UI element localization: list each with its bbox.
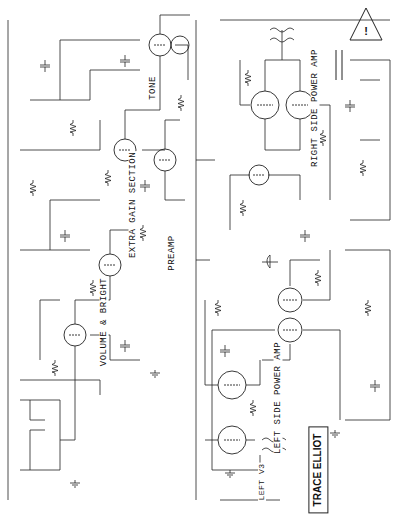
capacitor-symbol — [220, 345, 230, 357]
ground-symbol — [330, 430, 340, 437]
wiring — [303, 250, 340, 420]
warning-triangle — [350, 8, 382, 40]
resistor-symbol — [360, 160, 366, 176]
resistor-symbol — [30, 180, 36, 196]
warning-mark: ! — [364, 26, 368, 37]
capacitor-symbol — [120, 55, 130, 67]
wiring — [262, 255, 278, 268]
resistor-symbol — [215, 300, 221, 316]
capacitor-symbol — [120, 340, 130, 352]
wiring — [60, 276, 110, 440]
resistor-symbol — [365, 300, 371, 316]
section-label: VOLUME & BRIGHT — [100, 277, 109, 368]
wiring — [20, 120, 100, 250]
capacitor-symbol — [370, 380, 380, 392]
wiring — [262, 260, 320, 360]
sheet-label: LEFT V3 — [258, 462, 266, 501]
resistor-symbol — [240, 200, 246, 216]
capacitor-symbol — [40, 55, 380, 392]
wiring — [345, 250, 390, 420]
resistor-symbol — [90, 280, 96, 296]
ground-symbol — [70, 370, 340, 487]
resistor-symbol — [52, 360, 58, 376]
capacitor-symbol — [140, 180, 150, 192]
wiring — [8, 20, 9, 500]
resistor-symbol — [70, 120, 76, 136]
resistor-symbol — [105, 170, 111, 186]
wiring — [30, 40, 140, 100]
vacuum-tube — [171, 36, 189, 54]
section-label: PREAMP — [168, 234, 177, 271]
wiring — [160, 15, 190, 80]
title-text: TRACE ELLIOT — [313, 434, 323, 507]
capacitor-symbol — [300, 230, 310, 242]
ground-symbol — [150, 370, 160, 377]
section-label: EXTRA GAIN SECTION — [129, 151, 138, 259]
capacitor-symbol — [40, 60, 50, 72]
wiring — [350, 60, 390, 220]
vacuum-tube — [69, 45, 308, 440]
capacitor-symbol — [345, 100, 355, 112]
capacitor-symbol — [60, 230, 70, 242]
section-label: TONE — [149, 75, 158, 101]
warning-triangle — [336, 8, 382, 80]
resistor-symbol — [315, 270, 321, 286]
resistor-symbol — [320, 130, 326, 146]
section-label: RIGHT SIDE POWER AMP — [311, 48, 320, 168]
wiring — [20, 400, 60, 470]
wiring — [205, 300, 260, 440]
resistor-symbol — [30, 70, 371, 416]
wiring — [212, 330, 275, 470]
wiring — [196, 160, 215, 260]
resistor-symbol — [250, 400, 256, 416]
wiring — [20, 300, 100, 395]
wiring — [8, 15, 390, 500]
warning-triangle — [336, 50, 342, 80]
output-transformer — [270, 28, 294, 42]
section-label: LEFT SIDE POWER AMP — [274, 341, 283, 455]
ground-symbol — [70, 480, 80, 487]
wiring — [220, 20, 390, 500]
resistor-symbol — [178, 95, 184, 111]
wiring — [240, 30, 330, 200]
resistor-symbol — [140, 225, 146, 241]
ground-symbol — [225, 470, 235, 477]
title-block: TRACE ELLIOT — [308, 427, 328, 514]
resistor-symbol — [245, 70, 251, 86]
